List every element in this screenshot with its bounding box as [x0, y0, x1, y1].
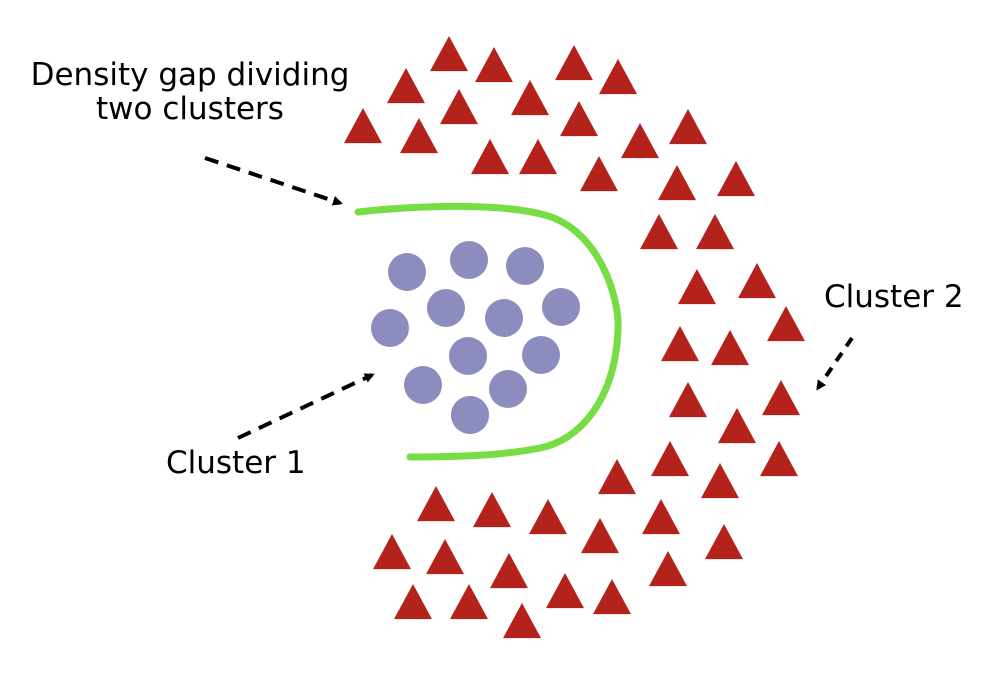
- cluster-2-point: [475, 47, 513, 83]
- cluster-2-point: [593, 579, 631, 615]
- cluster-2-point: [642, 499, 680, 535]
- cluster-2-point: [701, 463, 739, 499]
- cluster-2-point: [621, 123, 659, 159]
- cluster-2-points: [344, 36, 805, 639]
- cluster-2-point: [529, 499, 567, 535]
- cluster-2-point: [580, 156, 618, 192]
- cluster-2-point: [669, 109, 707, 145]
- density-gap-boundary: [354, 202, 622, 461]
- cluster-2-label: Cluster 2: [824, 279, 964, 315]
- cluster-1-point: [371, 309, 409, 347]
- cluster-2-point: [440, 89, 478, 125]
- cluster-2-point: [599, 59, 637, 95]
- cluster-2-point: [430, 36, 468, 72]
- cluster-2-point: [705, 524, 743, 560]
- cluster-2-point: [344, 108, 382, 144]
- cluster-2-point: [760, 441, 798, 477]
- cluster-2-point: [426, 539, 464, 575]
- cluster1-arrow: [237, 373, 375, 440]
- cluster-1-point: [451, 396, 489, 434]
- cluster-2-point: [503, 603, 541, 639]
- cluster-2-point: [696, 214, 734, 250]
- cluster-1-point: [489, 370, 527, 408]
- cluster-2-point: [471, 139, 509, 175]
- density-gap-label: Density gap dividing two clusters: [20, 58, 360, 126]
- cluster-1-point: [427, 289, 465, 327]
- cluster-2-point: [598, 459, 636, 495]
- cluster-2-point: [473, 492, 511, 528]
- cluster-1-points: [371, 241, 580, 434]
- cluster-1-point: [388, 253, 426, 291]
- cluster-1-point: [506, 247, 544, 285]
- cluster-2-point: [711, 330, 749, 366]
- cluster-2-point: [738, 263, 776, 299]
- cluster-1-point: [522, 336, 560, 374]
- density-gap-label-line1: Density gap dividing: [30, 57, 350, 93]
- cluster-1-point: [485, 299, 523, 337]
- cluster-2-point: [640, 214, 678, 250]
- cluster-2-point: [394, 584, 432, 620]
- cluster-2-point: [555, 45, 593, 81]
- cluster-1-point: [542, 288, 580, 326]
- gap-arrow: [204, 156, 343, 206]
- cluster-2-point: [767, 306, 805, 342]
- cluster-2-point: [661, 326, 699, 362]
- cluster-2-point: [718, 408, 756, 444]
- cluster-2-point: [490, 553, 528, 589]
- cluster-2-point: [678, 269, 716, 305]
- cluster-1-point: [450, 241, 488, 279]
- cluster2-arrow: [816, 336, 854, 391]
- cluster-2-point: [511, 80, 549, 116]
- cluster-1-point: [449, 337, 487, 375]
- cluster-2-point: [373, 534, 411, 570]
- cluster-2-point: [417, 486, 455, 522]
- cluster-2-point: [649, 551, 687, 587]
- density-gap-label-line2: two clusters: [96, 91, 284, 128]
- cluster-2-point: [546, 573, 584, 609]
- cluster-2-point: [658, 165, 696, 201]
- cluster-2-point: [651, 441, 689, 477]
- cluster-2-point: [560, 101, 598, 137]
- cluster-2-point: [717, 161, 755, 197]
- cluster-2-point: [450, 584, 488, 620]
- cluster-1-point: [404, 366, 442, 404]
- cluster-2-point: [581, 518, 619, 554]
- cluster-1-label: Cluster 1: [166, 445, 306, 481]
- cluster-2-point: [762, 380, 800, 416]
- cluster-2-point: [669, 382, 707, 418]
- cluster-2-point: [387, 68, 425, 104]
- cluster-2-point: [519, 139, 557, 175]
- cluster-2-point: [400, 118, 438, 154]
